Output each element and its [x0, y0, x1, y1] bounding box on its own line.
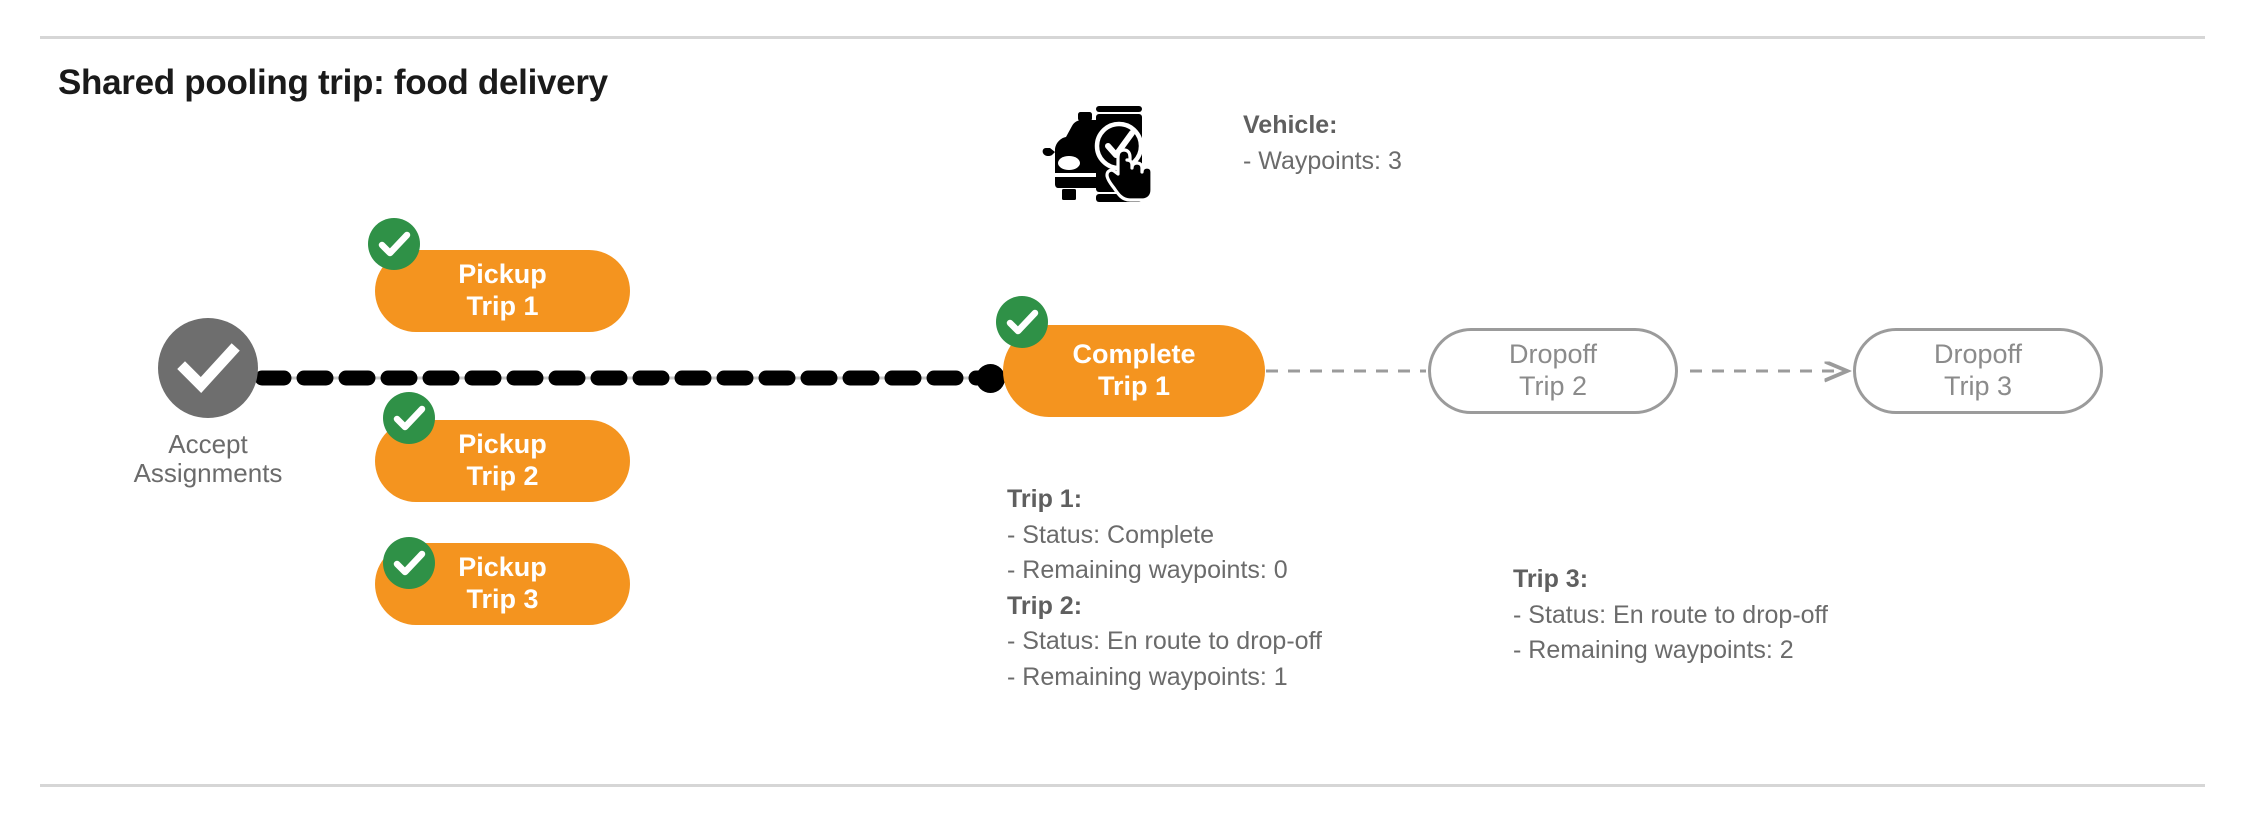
annotation-vehicle: Vehicle: - Waypoints: 3 [1243, 108, 1402, 179]
annotation-trip-3-line-2: - Remaining waypoints: 2 [1513, 636, 1794, 664]
divider-bottom [40, 784, 2205, 787]
annotation-trip-1-heading-suffix: : [1073, 485, 1083, 513]
junction-dot [976, 364, 1005, 393]
page-title: Shared pooling trip: food delivery [58, 63, 608, 102]
node-pickup-trip-3-line1: Pickup [458, 552, 547, 583]
annotation-trip-1-line-1: - Status: Complete [1007, 520, 1215, 549]
check-badge-icon-complete-1 [996, 296, 1048, 348]
node-pickup-trip-2[interactable]: Pickup Trip 2 [375, 420, 630, 502]
annotation-trip-3-line-1: - Status: En route to drop-off [1513, 600, 1828, 629]
annotation-trip-3-heading-suffix: : [1579, 565, 1589, 593]
node-complete-trip-1-line1: Complete [1072, 339, 1196, 370]
annotation-trip-2-heading: Trip 2 [1007, 591, 1074, 620]
node-dropoff-trip-2[interactable]: Dropoff Trip 2 [1428, 328, 1678, 414]
node-pickup-trip-1-line1: Pickup [458, 259, 547, 290]
node-dropoff-trip-2-line2: Trip 2 [1518, 371, 1587, 401]
annotation-vehicle-heading-suffix: : [1329, 111, 1338, 139]
node-pickup-trip-1[interactable]: Pickup Trip 1 [375, 250, 630, 332]
node-accept-assignments-label: Accept Assignments [133, 429, 283, 489]
node-complete-trip-1[interactable]: Complete Trip 1 [1003, 325, 1265, 417]
node-pickup-trip-2-line1: Pickup [458, 429, 547, 460]
node-pickup-trip-1-line2: Trip 1 [466, 291, 539, 321]
annotation-vehicle-line-1: - Waypoints: 3 [1243, 146, 1402, 175]
annotation-trip-2-line-1: - Status: En route to drop-off [1007, 627, 1322, 655]
node-dropoff-trip-3-line2: Trip 3 [1943, 371, 2012, 401]
annotation-vehicle-heading: Vehicle [1243, 111, 1330, 139]
check-circle-icon [158, 318, 258, 418]
annotation-trip-3: Trip 3: - Status: En route to drop-off -… [1513, 562, 1828, 669]
annotation-trip-2-line-2: - Remaining waypoints: 1 [1007, 662, 1288, 691]
node-pickup-trip-2-line2: Trip 2 [466, 461, 539, 491]
check-badge-icon-pickup-2 [383, 392, 435, 444]
car-phone-check-icon [1038, 88, 1158, 208]
annotation-trip-1-heading: Trip 1 [1007, 485, 1074, 513]
node-accept-assignments[interactable]: Accept Assignments [134, 318, 282, 488]
node-dropoff-trip-3[interactable]: Dropoff Trip 3 [1853, 328, 2103, 414]
annotation-trip-2-heading-suffix: : [1073, 591, 1083, 620]
divider-top [40, 36, 2205, 39]
check-badge-icon-pickup-1 [368, 218, 420, 270]
node-dropoff-trip-2-line1: Dropoff [1508, 339, 1598, 370]
node-dropoff-trip-3-line1: Dropoff [1933, 339, 2023, 370]
check-badge-icon-pickup-3 [383, 537, 435, 589]
annotation-trip-1-line-2: - Remaining waypoints: 0 [1007, 556, 1288, 584]
node-pickup-trip-3-line2: Trip 3 [466, 584, 539, 614]
annotation-trip-3-heading: Trip 3 [1513, 565, 1580, 593]
annotation-trip-1-2: Trip 1: - Status: Complete - Remaining w… [1007, 482, 1322, 695]
node-complete-trip-1-line2: Trip 1 [1097, 371, 1171, 401]
